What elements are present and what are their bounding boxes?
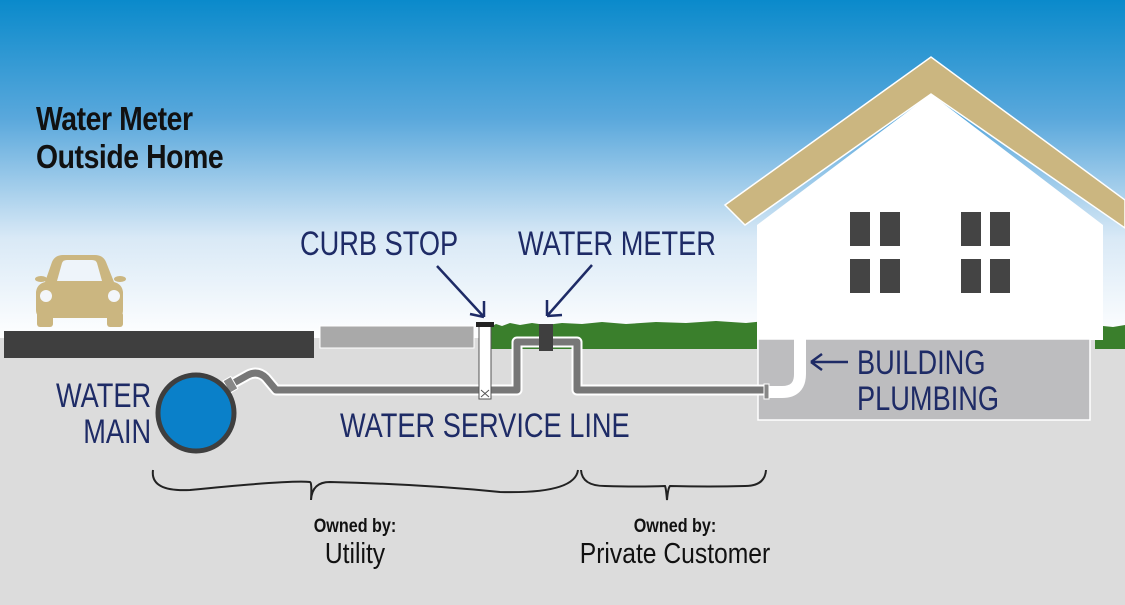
ownership-private-owner: Private Customer [579,538,771,570]
building-plumbing-pipe [768,339,806,398]
label-curb-stop: CURB STOP [300,225,459,263]
water-meter-icon [539,324,553,351]
ownership-utility-owner: Utility [324,538,386,570]
page-title: Water Meter Outside Home [36,100,224,176]
water-service-pipe [227,336,806,398]
private-brace [580,469,767,501]
label-building-1: BUILDING [857,344,986,382]
label-water-main: WATER MAIN [56,378,151,450]
curb-stop-valve-icon [476,322,494,400]
road [4,331,314,358]
label-building-plumbing: BUILDING PLUMBING [857,345,999,417]
ownership-utility-heading: Owned by: [313,516,397,537]
curb-stop-arrow [436,265,486,319]
car-icon [35,255,126,327]
title-line-1: Water Meter [36,100,193,137]
roof [723,56,1125,229]
ownership-private: Owned by: Private Customer [545,516,805,571]
water-main-pipe-icon [155,372,237,454]
house-icon [723,56,1125,421]
label-water-meter: WATER METER [518,225,716,263]
ownership-braces [151,469,767,501]
label-water-main-2: MAIN [83,413,152,451]
sidewalk [319,325,475,349]
label-water-main-1: WATER [56,377,152,415]
windows [850,212,1010,293]
pipe-coupling [763,383,770,400]
label-water-service-line: WATER SERVICE LINE [340,407,630,445]
label-building-2: PLUMBING [857,380,1000,418]
basement [757,338,1091,421]
ownership-private-heading: Owned by: [633,516,717,537]
building-arrow [810,352,848,372]
title-line-2: Outside Home [36,138,224,175]
arrows [436,264,848,372]
water-meter-arrow [545,264,593,318]
utility-brace [151,469,579,501]
ownership-utility: Owned by: Utility [255,516,455,571]
